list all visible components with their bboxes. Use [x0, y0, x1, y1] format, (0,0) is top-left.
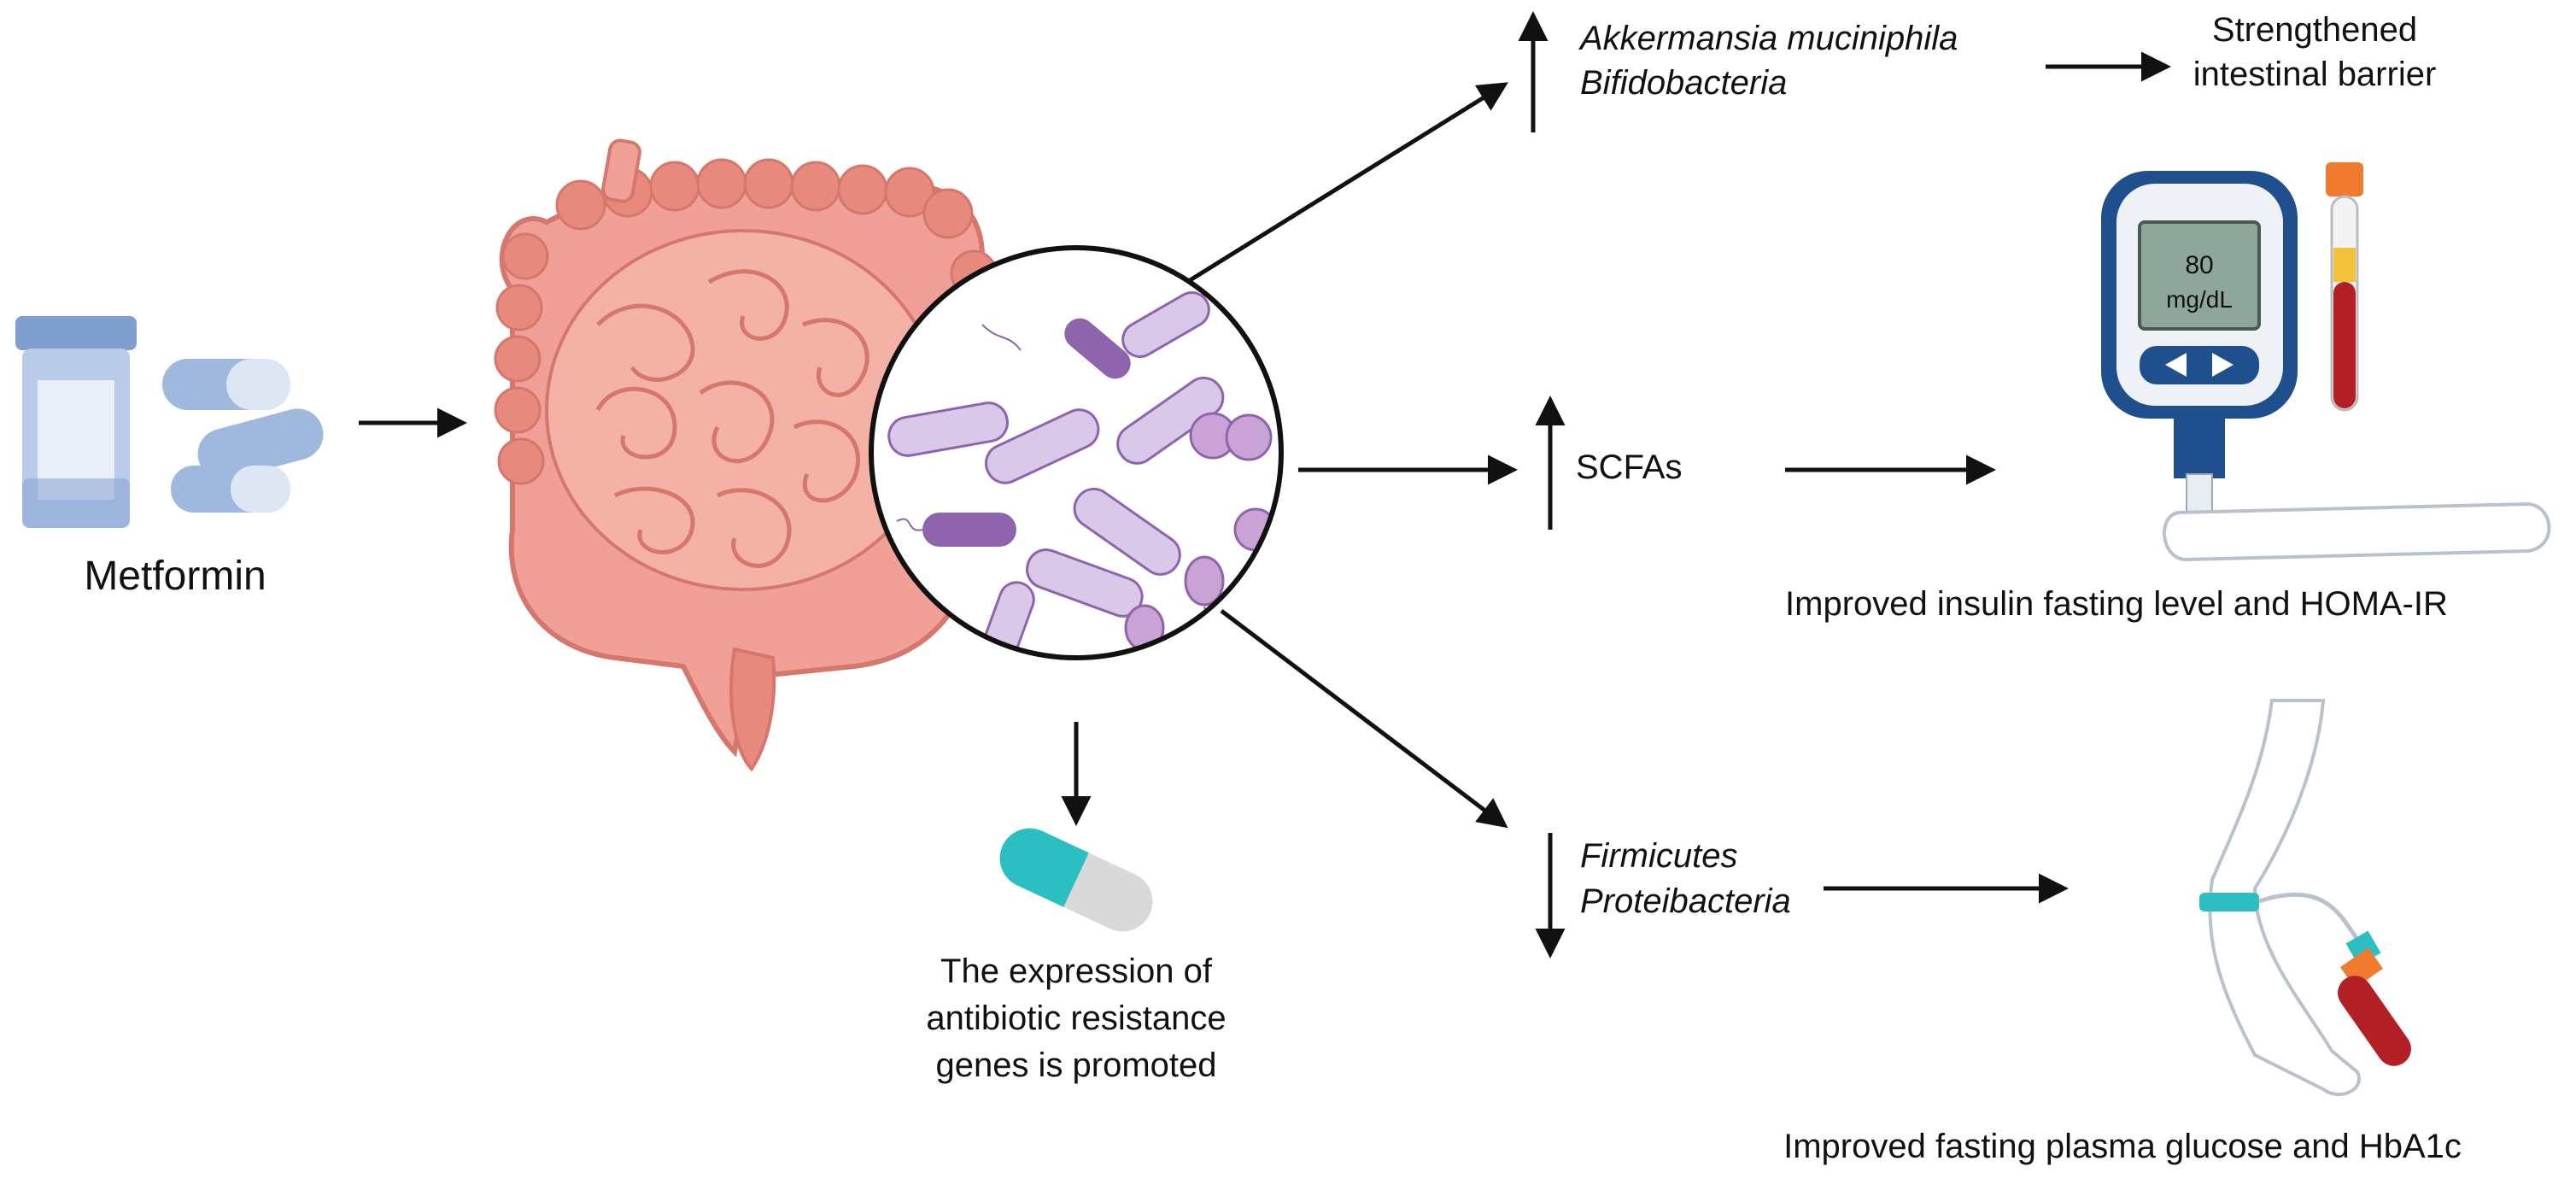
arm-iv-icon — [2199, 699, 2411, 1096]
antibiotic-line2: antibiotic resistance — [926, 999, 1226, 1037]
antibiotic-line1: The expression of — [940, 953, 1213, 990]
bacteria-rods — [887, 291, 1225, 658]
intestine-illustration — [494, 138, 1002, 772]
barrier-line2: intestinal barrier — [2193, 56, 2437, 93]
glucometer-icon: 80 mg/dL — [2101, 171, 2298, 535]
metformin-label: Metformin — [84, 554, 266, 599]
pill-bottle-icon — [15, 316, 137, 528]
glucometer-value: 80 — [2185, 251, 2213, 279]
blood-tube-icon — [2326, 162, 2363, 412]
arrow-to-bacteria-up — [1186, 82, 1508, 284]
bacteria-down-line1: Firmicutes — [1580, 837, 1737, 875]
glucose-label: Improved fasting plasma glucose and HbA1… — [1783, 1128, 2462, 1165]
bacteria-down-line2: Proteibacteria — [1580, 882, 1791, 920]
bacteria-up-line2: Bifidobacteria — [1580, 64, 1787, 102]
scfa-label: SCFAs — [1576, 448, 1682, 486]
barrier-line1: Strengthened — [2212, 11, 2417, 49]
bacteria-up-line1: Akkermansia muciniphila — [1578, 20, 1958, 57]
arrow-to-bacteria-down — [1220, 609, 1508, 829]
insulin-label: Improved insulin fasting level and HOMA-… — [1785, 585, 2448, 623]
antibiotic-line3: genes is promoted — [935, 1046, 1216, 1084]
glucometer-unit: mg/dL — [2166, 286, 2233, 313]
tablet-pills-icon — [162, 359, 324, 513]
finger-icon — [2163, 501, 2551, 562]
bacteria-cocci — [1124, 412, 1278, 652]
capsule-icon — [999, 828, 1153, 932]
